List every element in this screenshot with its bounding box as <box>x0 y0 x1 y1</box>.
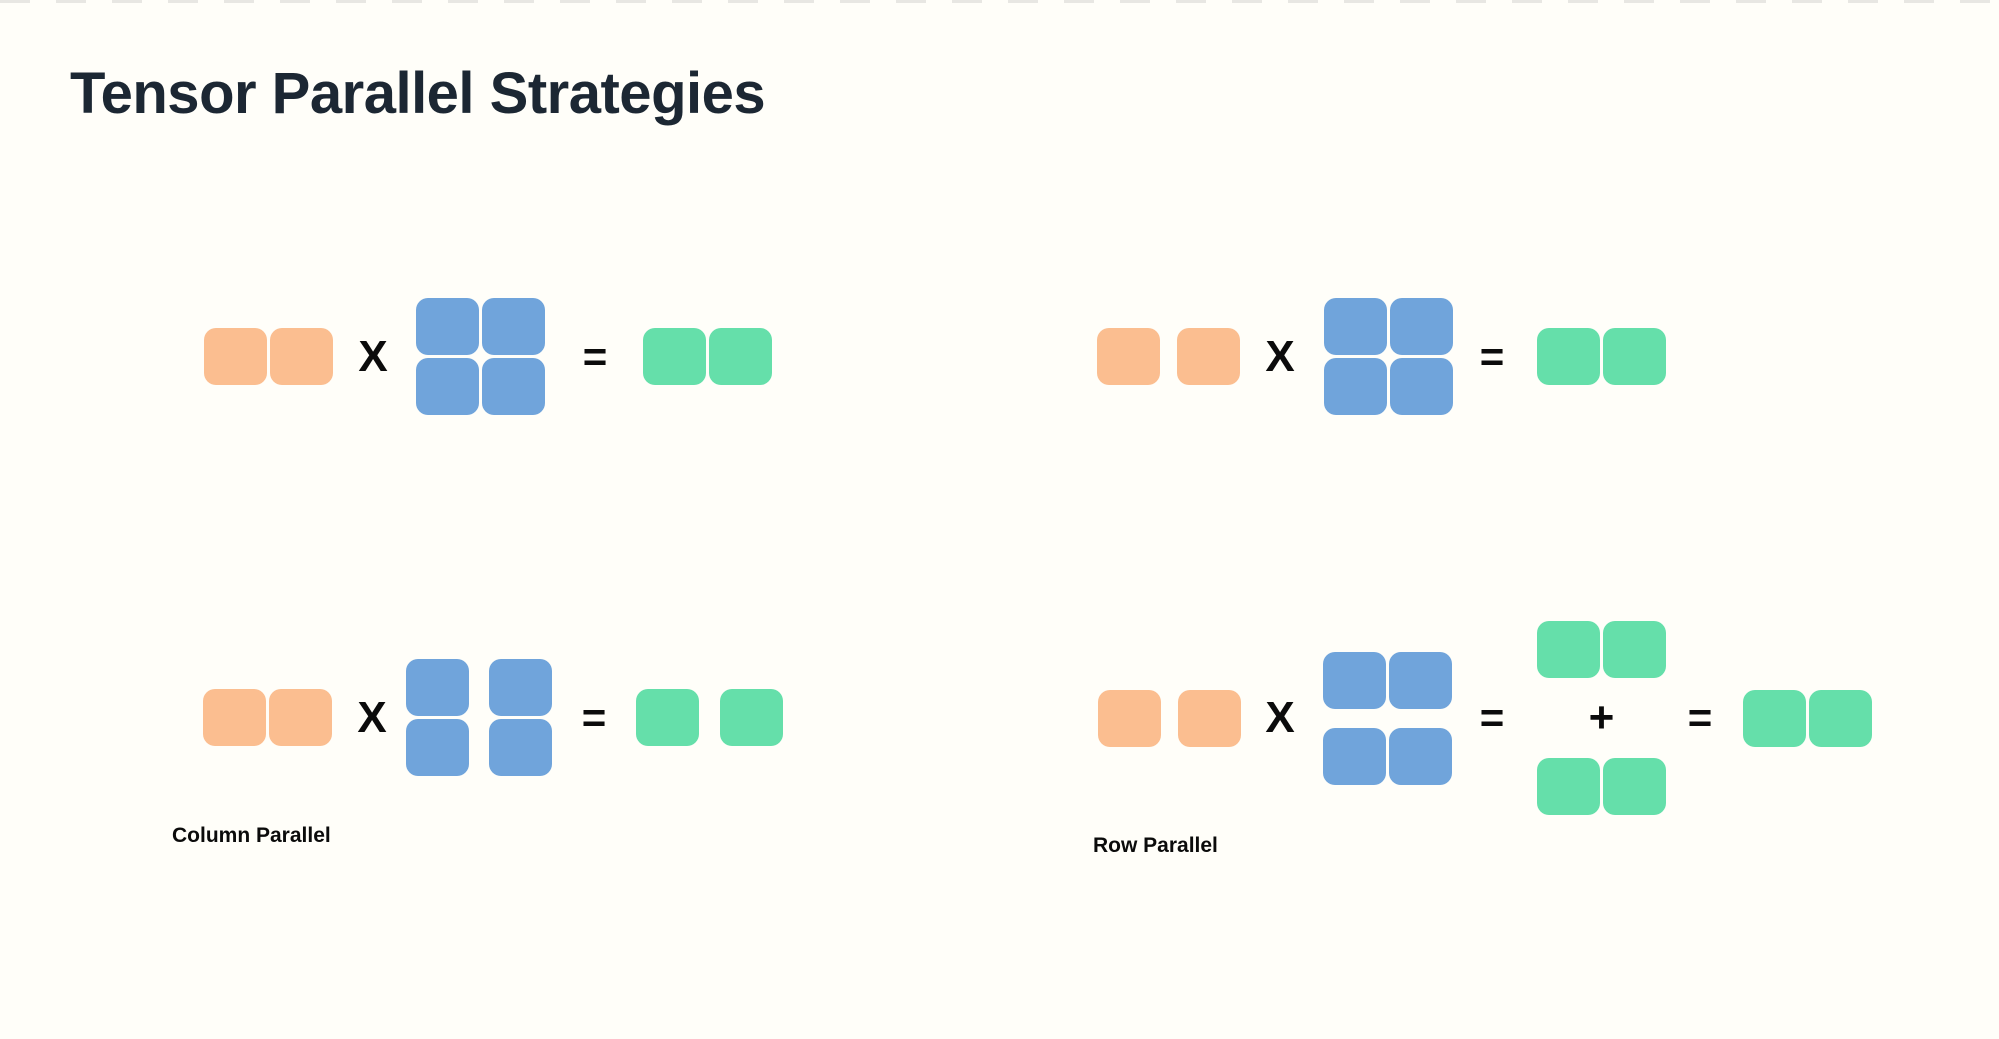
output-block <box>1743 689 1806 747</box>
weight-block <box>1324 298 1387 355</box>
weight-block <box>416 298 479 355</box>
input-block <box>1178 689 1241 747</box>
output-block <box>709 328 772 385</box>
output-block <box>1603 758 1666 815</box>
output-block <box>1809 689 1872 747</box>
equals-operator: = <box>1479 332 1505 380</box>
output-matrix-split <box>636 689 783 746</box>
partial-sum-stack: + <box>1537 621 1666 815</box>
weight-block <box>1323 727 1386 785</box>
multiply-operator: X <box>1265 693 1295 742</box>
weight-block <box>1389 651 1452 709</box>
plus-operator: + <box>1588 693 1615 742</box>
partial-output-bottom-matrix <box>1537 758 1666 815</box>
output-matrix <box>1743 689 1872 747</box>
input-block <box>269 689 332 746</box>
input-block <box>270 328 333 385</box>
equals-operator: = <box>581 693 607 741</box>
input-matrix <box>203 689 332 746</box>
equals-operator: = <box>1479 694 1505 741</box>
weight-block <box>1390 358 1453 415</box>
input-matrix <box>204 328 333 385</box>
output-matrix <box>643 328 772 385</box>
column-parallel-label: Column Parallel <box>172 824 331 847</box>
output-block <box>720 689 783 746</box>
multiply-operator: X <box>1265 331 1295 381</box>
diagram-matmul-top-left: X = <box>204 298 772 415</box>
partial-output-top-matrix <box>1537 621 1666 678</box>
weight-block <box>406 719 469 776</box>
diagram-row-parallel: X = + = <box>1098 621 1872 815</box>
weight-matrix <box>416 298 545 415</box>
equals-operator: = <box>582 332 608 380</box>
weight-block <box>416 358 479 415</box>
input-matrix <box>1098 689 1241 747</box>
input-block <box>1097 328 1160 385</box>
weight-block <box>1389 727 1452 785</box>
output-block <box>1537 758 1600 815</box>
diagram-column-parallel: X = <box>203 659 783 776</box>
weight-block <box>1323 651 1386 709</box>
weight-block <box>489 659 552 716</box>
output-block <box>643 328 706 385</box>
output-block <box>1603 621 1666 678</box>
equals-operator: = <box>1687 694 1713 741</box>
input-block <box>1098 689 1161 747</box>
diagram-matmul-top-right: X = <box>1097 298 1666 415</box>
weight-matrix-column-split <box>406 659 552 776</box>
multiply-operator: X <box>357 692 387 742</box>
top-dashed-border <box>0 0 1999 3</box>
weight-block <box>1390 298 1453 355</box>
weight-block <box>406 659 469 716</box>
plus-zone: + <box>1537 678 1666 758</box>
input-block <box>1177 328 1240 385</box>
output-block <box>1603 328 1666 385</box>
input-block <box>204 328 267 385</box>
input-matrix <box>1097 328 1240 385</box>
multiply-operator: X <box>358 331 388 381</box>
row-parallel-label: Row Parallel <box>1093 834 1218 857</box>
weight-block <box>482 358 545 415</box>
output-block <box>1537 621 1600 678</box>
weight-block <box>482 298 545 355</box>
weight-matrix <box>1324 298 1453 415</box>
weight-block <box>489 719 552 776</box>
output-block <box>636 689 699 746</box>
input-block <box>203 689 266 746</box>
output-block <box>1537 328 1600 385</box>
output-matrix <box>1537 328 1666 385</box>
weight-block <box>1324 358 1387 415</box>
page-title: Tensor Parallel Strategies <box>70 61 766 126</box>
weight-matrix-row-split <box>1323 651 1452 785</box>
